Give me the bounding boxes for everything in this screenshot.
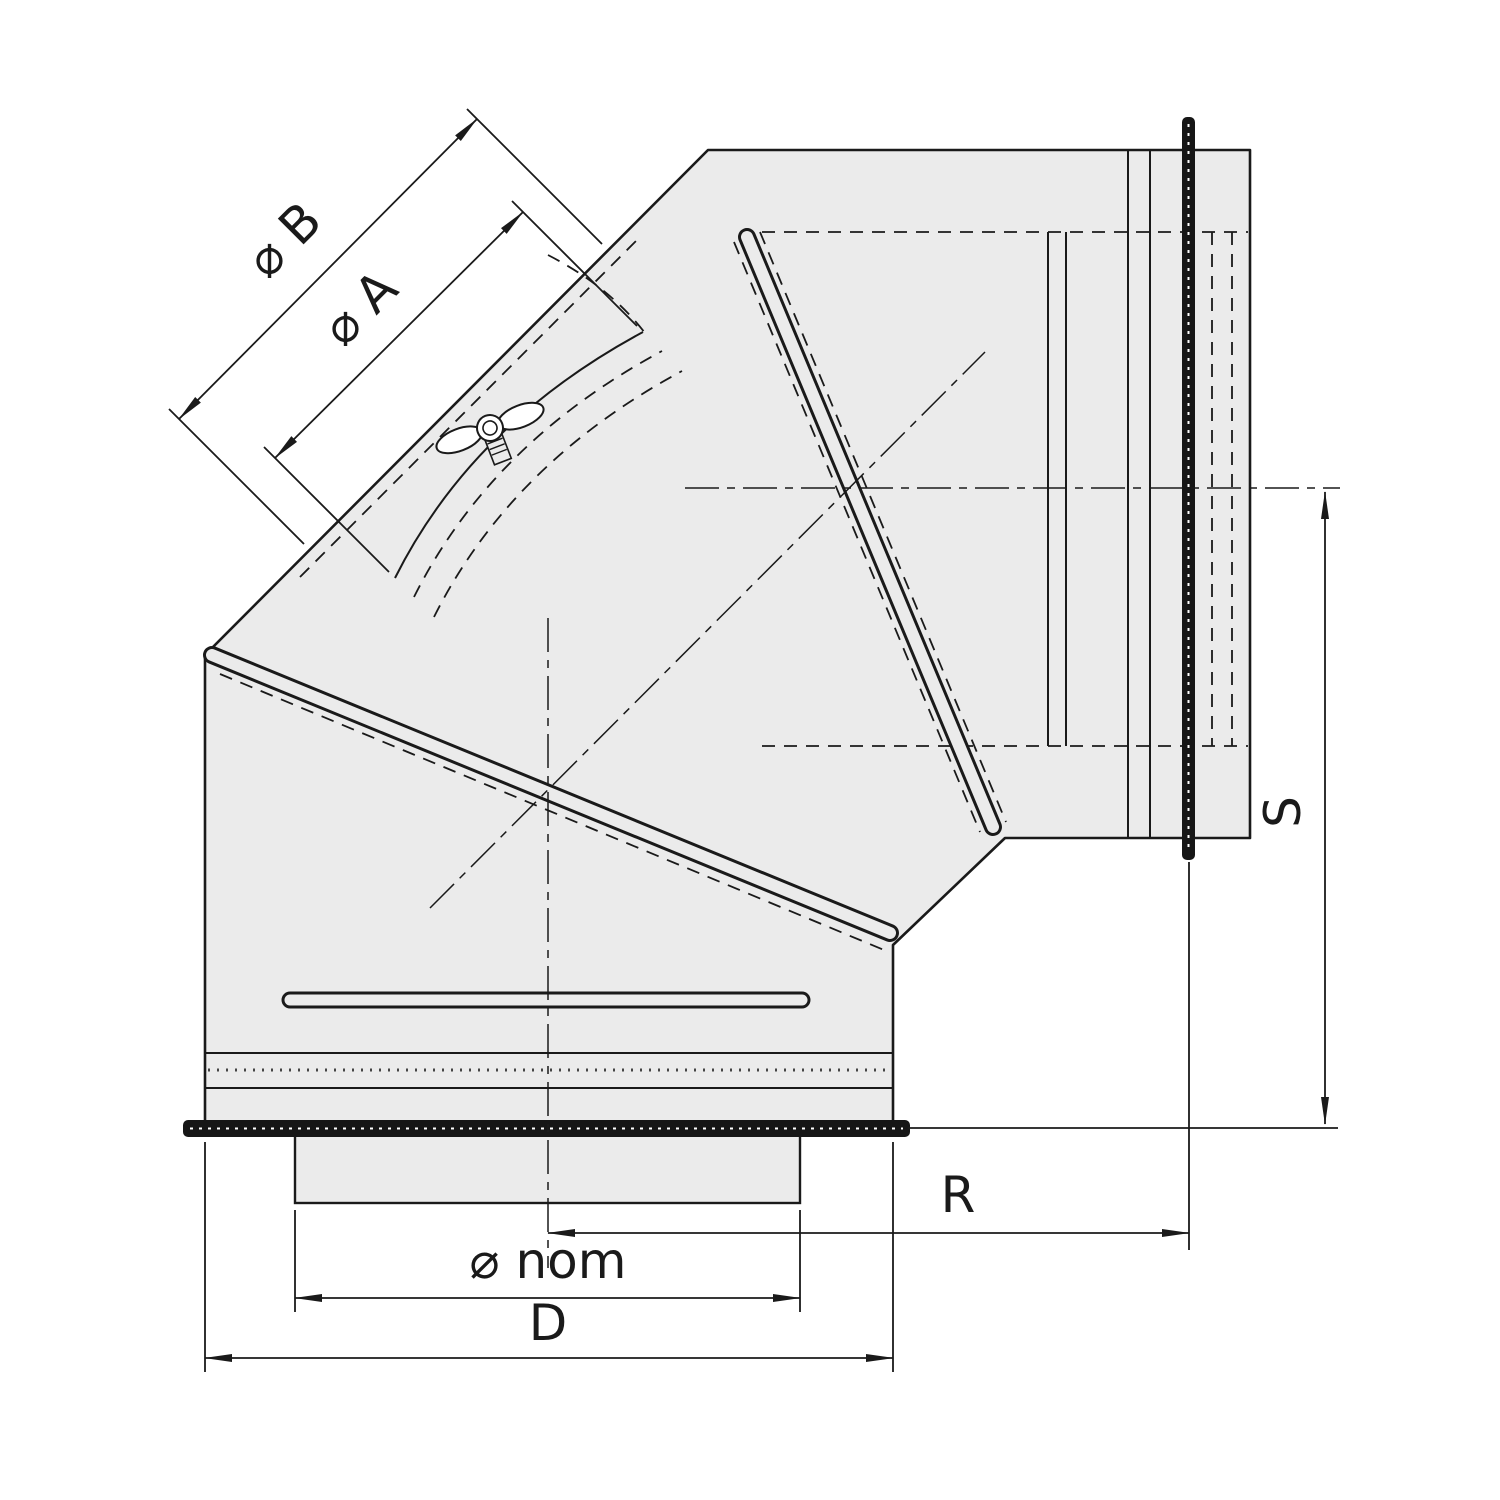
dim-a-line: [274, 211, 524, 459]
segment-seams: [203, 228, 1007, 951]
base-gasket: [183, 1120, 910, 1137]
dimension-d: D: [204, 1142, 894, 1372]
dim-a-extension: [263, 446, 390, 573]
seam-upper-hidden: [733, 241, 981, 833]
centerlines: [429, 351, 1340, 1268]
outlet-details: [762, 117, 1248, 860]
dim-nom-label: ⌀ nom: [470, 1232, 627, 1290]
face-hidden-edge: [299, 236, 641, 578]
dimension-r: R: [547, 862, 1190, 1250]
door-hidden-arc: [413, 350, 663, 598]
dim-b-line: [178, 118, 478, 420]
base-details: [183, 991, 910, 1137]
dim-s-label: S: [1254, 796, 1312, 828]
dim-d-label: D: [529, 1294, 568, 1352]
outlet-gasket: [1182, 117, 1195, 860]
door-hidden-arc: [433, 370, 683, 618]
seam-upper-hidden: [759, 231, 1007, 823]
dimension-nom: ⌀ nom: [294, 1210, 801, 1312]
door-opening-hidden-arc: [547, 254, 649, 338]
dim-r-label: R: [941, 1166, 976, 1224]
dimension-s: S: [908, 491, 1338, 1129]
dim-a-label: ⌀ A: [311, 259, 409, 357]
dim-b-extension: [168, 408, 305, 545]
seam-lower-hidden: [219, 673, 885, 951]
dim-b-extension: [466, 108, 603, 245]
seam-upper: [741, 231, 999, 833]
dim-a-extension: [511, 200, 638, 327]
dim-b-label: ⌀ B: [235, 191, 333, 289]
diagonal-centerline: [429, 351, 986, 909]
seam-lower: [206, 649, 896, 939]
